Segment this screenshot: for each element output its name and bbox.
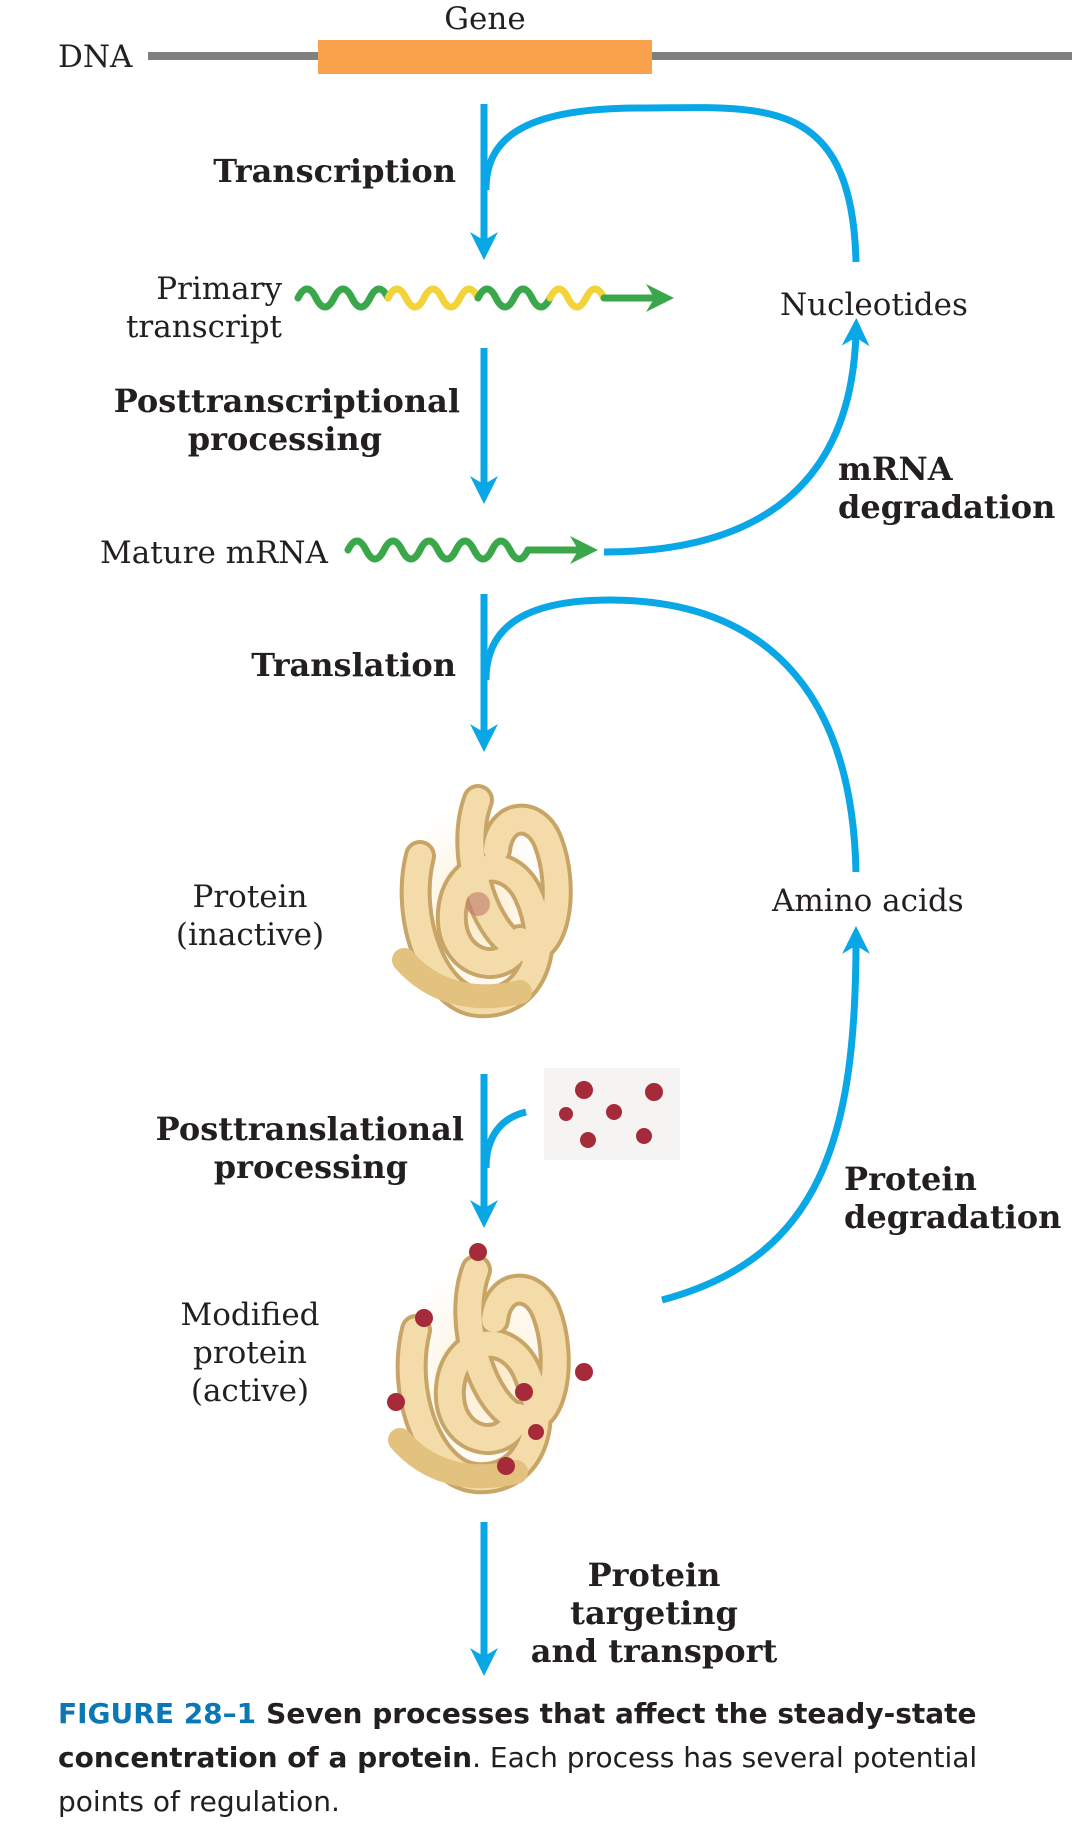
dna-label: DNA: [58, 39, 133, 75]
mrna-degradation-arrow: [603, 318, 870, 556]
primary-transcript-wave: [294, 284, 674, 312]
modification-join-curve: [482, 1108, 527, 1169]
protein-degradation-line1: Protein: [844, 1160, 977, 1198]
modified-protein-label: Modified protein (active): [160, 1296, 340, 1410]
posttranscriptional-line2: processing: [187, 420, 382, 458]
figure-body: . Each process has several potential poi…: [58, 1741, 978, 1818]
figure-number: FIGURE 28–1: [58, 1697, 257, 1730]
primary-transcript-label: Primary transcript: [100, 270, 282, 346]
modified-line3: (active): [190, 1373, 310, 1409]
mrna-degradation-line1: mRNA: [838, 450, 953, 488]
posttranslational-label: Posttranslational processing: [120, 1110, 464, 1186]
protein-degradation-arrow: [661, 926, 870, 1304]
modified-line2: protein: [192, 1335, 307, 1371]
mature-mrna-label: Mature mRNA: [100, 535, 328, 571]
modification-groups: [544, 1068, 680, 1160]
posttranslational-line2: processing: [213, 1148, 408, 1186]
translation-label: Translation: [251, 646, 456, 684]
primary-line1: Primary: [156, 271, 282, 307]
figure-title: Seven processes that affect the steady-s…: [58, 1697, 977, 1774]
nucleotides-label: Nucleotides: [780, 287, 968, 323]
posttranscriptional-line1: Posttranscriptional: [113, 382, 460, 420]
mrna-degradation-line2: degradation: [838, 488, 1056, 526]
nucleotide-recycling-arrow: [482, 104, 860, 263]
protein-degradation-label: Protein degradation: [844, 1160, 1061, 1236]
protein-line2: (inactive): [175, 917, 325, 953]
inactive-protein-illustration: [380, 780, 576, 1040]
targeting-line1: Protein targeting: [570, 1556, 738, 1632]
posttranslational-line1: Posttranslational: [155, 1110, 464, 1148]
targeting-line2: and transport: [530, 1632, 778, 1670]
posttranscriptional-label: Posttranscriptional processing: [80, 382, 460, 458]
mrna-degradation-label: mRNA degradation: [838, 450, 1055, 526]
transcription-label: Transcription: [213, 152, 456, 190]
targeting-label: Protein targeting and transport: [504, 1556, 804, 1670]
gene-box: [318, 40, 652, 74]
modified-line1: Modified: [180, 1297, 320, 1333]
amino-acid-recycling-arrow: [482, 596, 860, 873]
inactive-protein-label: Protein (inactive): [160, 878, 340, 954]
mature-mrna-wave: [344, 536, 598, 564]
modified-protein-illustration: [380, 1236, 600, 1512]
protein-degradation-line2: degradation: [844, 1198, 1062, 1236]
gene-label: Gene: [444, 1, 526, 37]
amino-acids-label: Amino acids: [772, 883, 964, 919]
protein-line1: Protein: [192, 879, 308, 915]
primary-line2: transcript: [125, 309, 282, 345]
